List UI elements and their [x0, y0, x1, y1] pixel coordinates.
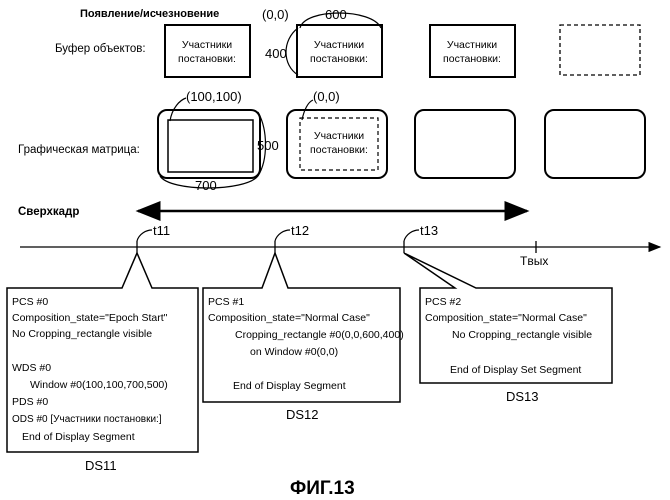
- ds13-line-no-crop: No Cropping_rectangle visible: [452, 329, 592, 341]
- buffer-origin-label: (0,0): [262, 7, 289, 22]
- ds11-line-no-crop: No Cropping_rectangle visible: [12, 328, 152, 340]
- ds13-line-pcs: PCS #2: [425, 296, 461, 308]
- crop-origin-label: (0,0): [313, 89, 340, 104]
- ds12-caption: DS12: [286, 407, 319, 422]
- header-title: Появление/исчезновение: [80, 8, 219, 20]
- object-buffer-box-2: Участники постановки:: [286, 13, 382, 77]
- window-origin-label: (100,100): [186, 89, 242, 104]
- object-buffer-box-1-line2: постановки:: [178, 53, 236, 65]
- graphics-plane-2-line1: Участники: [314, 130, 364, 142]
- graphics-plane-3: [415, 110, 515, 178]
- graphics-plane-2-line2: постановки:: [310, 144, 368, 156]
- tick-t11-label: t11: [153, 223, 170, 238]
- window-height-label: 500: [257, 138, 279, 153]
- buffer-width-label: 600: [325, 7, 347, 22]
- graphics-plane-1: [158, 98, 266, 188]
- graphics-plane-4: [545, 110, 645, 178]
- window-width-label: 700: [195, 178, 217, 193]
- ds12-line-end: End of Display Segment: [233, 380, 346, 392]
- window-rectangle: [168, 120, 253, 172]
- object-buffer-box-2-line1: Участники: [314, 39, 364, 51]
- ds13-caption: DS13: [506, 389, 539, 404]
- superframe-label: Сверхкадр: [18, 206, 79, 218]
- figure-caption: ФИГ.13: [290, 478, 355, 499]
- ds11-line-window: Window #0(100,100,700,500): [30, 379, 168, 391]
- ds11-line-ods: ODS #0 [Участники постановки:]: [12, 414, 162, 425]
- object-buffer-box-3-line2: постановки:: [443, 53, 501, 65]
- buffer-height-label: 400: [265, 46, 287, 61]
- ds12-line-pcs: PCS #1: [208, 296, 244, 308]
- ds13-line-end: End of Display Set Segment: [450, 364, 581, 376]
- ds12-line-composition: Composition_state="Normal Case": [208, 312, 370, 324]
- object-buffer-box-4-empty: [560, 25, 640, 75]
- ds12-line-window: on Window #0(0,0): [250, 346, 338, 358]
- graphics-plane-2: Участники постановки:: [287, 100, 387, 178]
- ds11-line-composition: Composition_state="Epoch Start": [12, 312, 168, 324]
- ds11-line-pcs: PCS #0: [12, 296, 48, 308]
- ds11-caption: DS11: [85, 458, 117, 473]
- ds11-line-pds: PDS #0: [12, 396, 48, 408]
- graphics-matrix-label: Графическая матрица:: [18, 144, 140, 156]
- callout-ds13: PCS #2 Composition_state="Normal Case" N…: [404, 253, 612, 383]
- ds11-line-end: End of Display Segment: [22, 431, 135, 443]
- ds13-line-composition: Composition_state="Normal Case": [425, 312, 587, 324]
- object-buffer-box-3-line1: Участники: [447, 39, 497, 51]
- ds11-line-wds: WDS #0: [12, 362, 51, 374]
- object-buffer-box-3: Участники постановки:: [430, 25, 515, 77]
- callout-ds11: PCS #0 Composition_state="Epoch Start" N…: [7, 253, 198, 452]
- object-buffer-box-1-line1: Участники: [182, 39, 232, 51]
- tick-t12-label: t12: [291, 223, 309, 238]
- tick-t12-curve: [275, 230, 290, 241]
- callout-ds12: PCS #1 Composition_state="Normal Case" C…: [203, 253, 404, 402]
- object-buffer-box-2-line2: постановки:: [310, 53, 368, 65]
- tick-out-label: Tвых: [520, 254, 548, 268]
- ds12-line-crop: Cropping_rectangle #0(0,0,600,400): [235, 329, 404, 341]
- object-buffer-box-1: Участники постановки:: [165, 25, 250, 77]
- tick-t13-curve: [404, 230, 419, 241]
- tick-t11-curve: [137, 230, 152, 241]
- object-buffer-label: Буфер объектов:: [55, 43, 146, 55]
- tick-t13-label: t13: [420, 223, 438, 238]
